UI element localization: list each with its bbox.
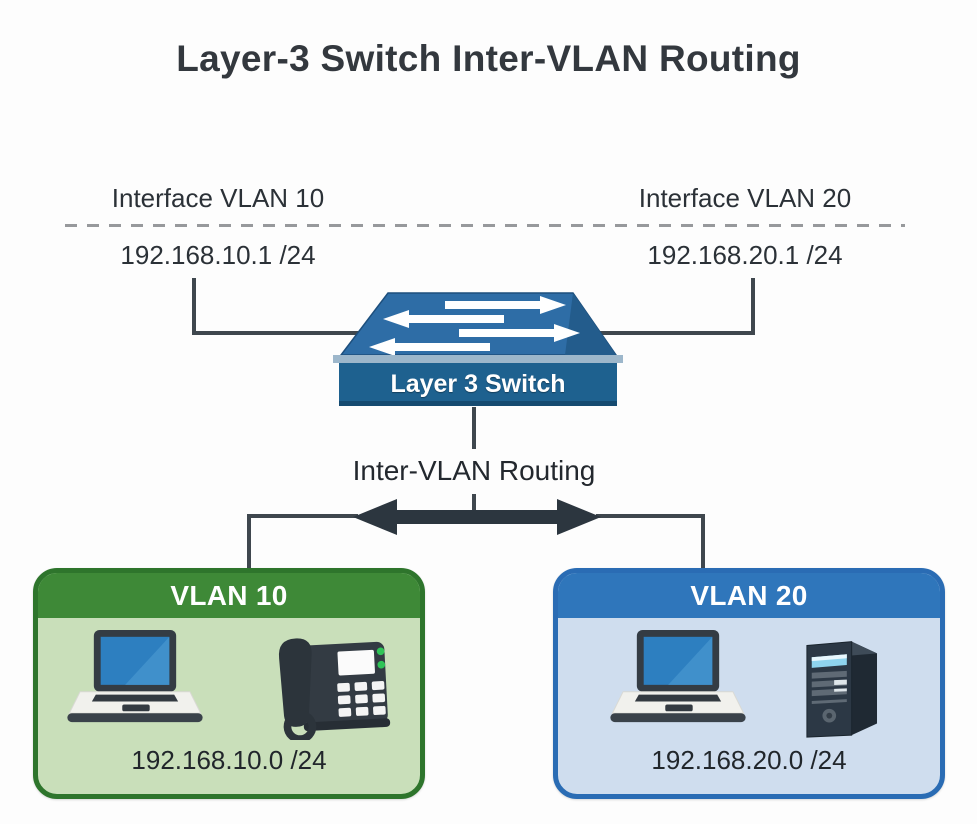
vlan20-interface-connector-vertical	[751, 278, 755, 335]
vlan20-interface-connector-horizontal	[590, 331, 755, 335]
ip-phone-icon	[278, 638, 391, 740]
interface-vlan20-label: Interface VLAN 20	[638, 183, 852, 213]
switch-to-routing-connector	[472, 407, 476, 449]
layer3-switch-label: Layer 3 Switch	[390, 369, 566, 398]
interface-vlan10-label: Interface VLAN 10	[111, 183, 325, 213]
vlan10-drop-connector	[247, 514, 251, 572]
arrow-line-right-segment	[596, 514, 705, 518]
vlan10-subnet: 192.168.10.0 /24	[131, 745, 327, 775]
laptop-icon	[67, 629, 203, 723]
vlan20-drop-connector	[701, 514, 705, 572]
inter-vlan-routing-label: Inter-VLAN Routing	[352, 455, 596, 486]
bidirectional-arrow-icon	[353, 499, 601, 535]
vlan10-interface-connector-vertical	[192, 278, 196, 335]
interface-vlan10-ip: 192.168.10.1 /24	[120, 240, 316, 270]
vlan20-card: VLAN 20	[553, 568, 945, 799]
arrow-line-left-segment	[247, 514, 358, 518]
vlan20-subnet: 192.168.20.0 /24	[651, 745, 847, 775]
layer3-switch-icon	[333, 292, 623, 406]
interface-vlan20-ip: 192.168.20.1 /24	[647, 240, 843, 270]
vlan10-card: VLAN 10	[33, 568, 425, 799]
dashed-separator-line	[65, 224, 905, 227]
server-icon	[806, 641, 878, 738]
vlan10-header: VLAN 10	[38, 573, 420, 618]
vlan20-header: VLAN 20	[558, 573, 940, 618]
laptop-icon	[610, 629, 746, 723]
routing-to-arrow-connector	[472, 494, 476, 518]
diagram-title: Layer-3 Switch Inter-VLAN Routing	[176, 38, 801, 79]
vlan20-name: VLAN 20	[690, 579, 808, 611]
vlan10-name: VLAN 10	[170, 579, 288, 611]
vlan10-interface-connector-horizontal	[192, 331, 368, 335]
